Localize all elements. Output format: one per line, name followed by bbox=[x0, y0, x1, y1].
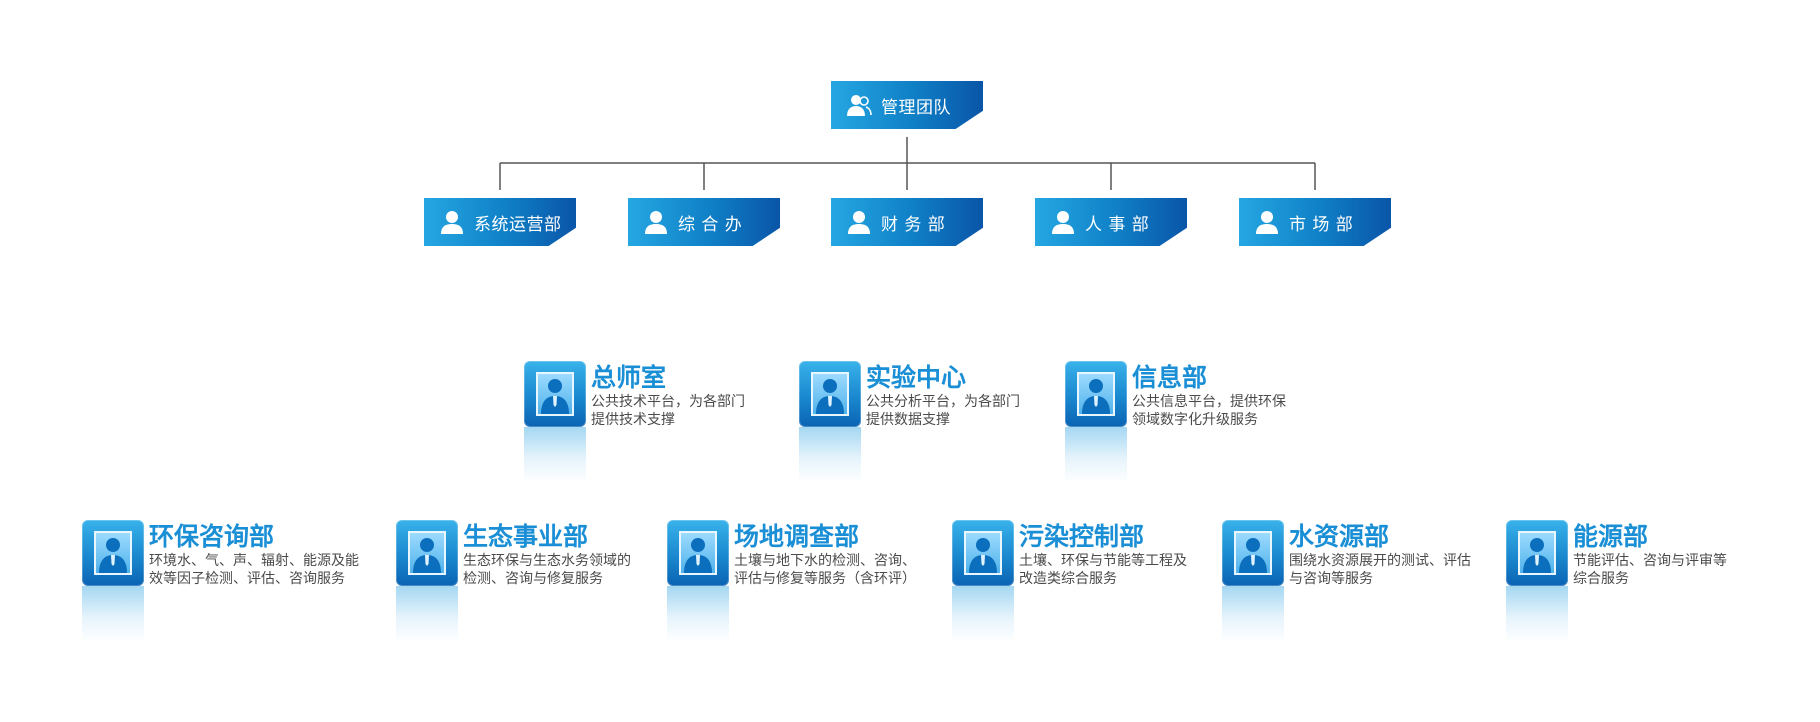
team-icon bbox=[847, 95, 872, 116]
dept-description: 土壤与地下水的检测、咨询、 评估与修复等服务（含环评） bbox=[734, 552, 916, 588]
dept-description: 围绕水资源展开的测试、评估 与咨询等服务 bbox=[1289, 552, 1471, 588]
dept-title: 信息部 bbox=[1132, 363, 1208, 392]
branch-human-resources: 人 事 部 bbox=[1035, 198, 1187, 246]
desc-line: 提供数据支撑 bbox=[866, 412, 950, 428]
dept-description: 环境水、气、声、辐射、能源及能 效等因子检测、评估、咨询服务 bbox=[149, 552, 359, 588]
portrait-badge bbox=[396, 520, 458, 586]
portrait-badge bbox=[667, 520, 729, 586]
dept-water-resources: 水资源部 围绕水资源展开的测试、评估 与咨询等服务 bbox=[1222, 520, 1502, 645]
desc-line: 环境水、气、声、辐射、能源及能 bbox=[149, 553, 359, 569]
portrait-badge bbox=[799, 361, 861, 427]
dept-title: 环保咨询部 bbox=[149, 522, 275, 551]
employee-portrait-icon bbox=[969, 538, 997, 573]
desc-line: 公共技术平台，为各部门 bbox=[591, 394, 745, 410]
dept-description: 公共技术平台，为各部门 提供技术支撑 bbox=[591, 393, 745, 429]
person-icon bbox=[1256, 211, 1278, 234]
employee-portrait-icon bbox=[1239, 538, 1267, 573]
dept-pollution-control: 污染控制部 土壤、环保与节能等工程及 改造类综合服务 bbox=[952, 520, 1222, 645]
employee-portrait-icon bbox=[541, 379, 569, 414]
dept-description: 公共信息平台，提供环保 领域数字化升级服务 bbox=[1132, 393, 1286, 429]
desc-line: 土壤与地下水的检测、咨询、 bbox=[734, 553, 916, 569]
dept-title: 污染控制部 bbox=[1019, 522, 1145, 551]
desc-line: 与咨询等服务 bbox=[1289, 571, 1373, 587]
branch-label: 财 务 部 bbox=[881, 214, 946, 235]
dept-description: 土壤、环保与节能等工程及 改造类综合服务 bbox=[1019, 552, 1187, 588]
dept-site-investigation: 场地调查部 土壤与地下水的检测、咨询、 评估与修复等服务（含环评） bbox=[667, 520, 947, 645]
portrait-badge bbox=[952, 520, 1014, 586]
portrait-badge bbox=[1506, 520, 1568, 586]
desc-line: 评估与修复等服务（含环评） bbox=[734, 571, 916, 587]
dept-description: 生态环保与生态水务领域的 检测、咨询与修复服务 bbox=[463, 552, 631, 588]
desc-line: 综合服务 bbox=[1573, 571, 1629, 587]
employee-portrait-icon bbox=[684, 538, 712, 573]
desc-line: 领域数字化升级服务 bbox=[1132, 412, 1258, 428]
person-icon bbox=[1052, 211, 1074, 234]
employee-portrait-icon bbox=[413, 538, 441, 573]
dept-title: 水资源部 bbox=[1289, 522, 1390, 551]
badge-reflection bbox=[1222, 586, 1284, 642]
dept-ecology-business: 生态事业部 生态环保与生态水务领域的 检测、咨询与修复服务 bbox=[396, 520, 666, 645]
desc-line: 围绕水资源展开的测试、评估 bbox=[1289, 553, 1471, 569]
portrait-badge bbox=[524, 361, 586, 427]
desc-line: 节能评估、咨询与评审等 bbox=[1573, 553, 1727, 569]
badge-reflection bbox=[1065, 427, 1127, 483]
branch-label: 市 场 部 bbox=[1289, 214, 1354, 235]
badge-reflection bbox=[799, 427, 861, 483]
branch-system-operations: 系统运营部 bbox=[424, 198, 576, 246]
management-team-box: 管理团队 bbox=[831, 81, 983, 129]
employee-portrait-icon bbox=[99, 538, 127, 573]
person-icon bbox=[848, 211, 870, 234]
dept-title: 能源部 bbox=[1573, 522, 1649, 551]
dept-title: 总师室 bbox=[591, 363, 667, 392]
desc-line: 土壤、环保与节能等工程及 bbox=[1019, 553, 1187, 569]
dept-description: 公共分析平台，为各部门 提供数据支撑 bbox=[866, 393, 1020, 429]
desc-line: 检测、咨询与修复服务 bbox=[463, 571, 603, 587]
dept-information: 信息部 公共信息平台，提供环保 领域数字化升级服务 bbox=[1065, 361, 1305, 486]
branch-label: 系统运营部 bbox=[474, 214, 562, 235]
badge-reflection bbox=[524, 427, 586, 483]
dept-chief-engineer-office: 总师室 公共技术平台，为各部门 提供技术支撑 bbox=[524, 361, 764, 486]
person-icon bbox=[441, 211, 463, 234]
desc-line: 生态环保与生态水务领域的 bbox=[463, 553, 631, 569]
branch-marketing: 市 场 部 bbox=[1239, 198, 1391, 246]
portrait-badge bbox=[82, 520, 144, 586]
employee-portrait-icon bbox=[1523, 538, 1551, 573]
dept-title: 场地调查部 bbox=[734, 522, 860, 551]
desc-line: 改造类综合服务 bbox=[1019, 571, 1117, 587]
branch-label: 综 合 办 bbox=[678, 214, 743, 235]
person-icon bbox=[645, 211, 667, 234]
employee-portrait-icon bbox=[816, 379, 844, 414]
dept-title: 实验中心 bbox=[866, 363, 967, 392]
desc-line: 公共信息平台，提供环保 bbox=[1132, 394, 1286, 410]
badge-reflection bbox=[952, 586, 1014, 642]
badge-reflection bbox=[82, 586, 144, 642]
badge-reflection bbox=[1506, 586, 1568, 642]
branch-general-office: 综 合 办 bbox=[628, 198, 780, 246]
dept-environmental-consulting: 环保咨询部 环境水、气、声、辐射、能源及能 效等因子检测、评估、咨询服务 bbox=[82, 520, 382, 645]
branch-finance: 财 务 部 bbox=[831, 198, 983, 246]
portrait-badge bbox=[1065, 361, 1127, 427]
dept-energy: 能源部 节能评估、咨询与评审等 综合服务 bbox=[1506, 520, 1766, 645]
desc-line: 效等因子检测、评估、咨询服务 bbox=[149, 571, 345, 587]
dept-description: 节能评估、咨询与评审等 综合服务 bbox=[1573, 552, 1727, 588]
employee-portrait-icon bbox=[1082, 379, 1110, 414]
dept-title: 生态事业部 bbox=[463, 522, 589, 551]
branch-label: 人 事 部 bbox=[1085, 214, 1150, 235]
badge-reflection bbox=[396, 586, 458, 642]
badge-reflection bbox=[667, 586, 729, 642]
dept-lab-center: 实验中心 公共分析平台，为各部门 提供数据支撑 bbox=[799, 361, 1039, 486]
portrait-badge bbox=[1222, 520, 1284, 586]
desc-line: 提供技术支撑 bbox=[591, 412, 675, 428]
management-team-label: 管理团队 bbox=[881, 97, 951, 118]
desc-line: 公共分析平台，为各部门 bbox=[866, 394, 1020, 410]
